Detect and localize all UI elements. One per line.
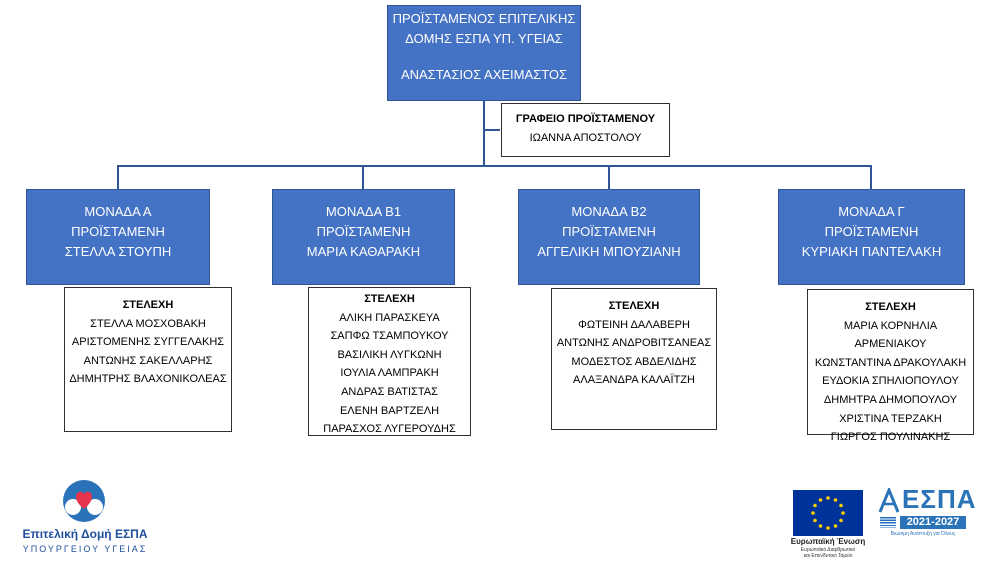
staff-member: ΣΤΕΛΛΑ ΜΟΣΧΟΒΑΚΗ — [90, 317, 206, 330]
espa-flag-icon — [880, 517, 896, 528]
espa-years-badge: 2021-2027 — [900, 516, 966, 529]
connector-unit-b2 — [608, 165, 610, 189]
unit-head-name: ΣΤΕΛΛΑ ΣΤΟΥΠΗ — [64, 244, 172, 259]
unit-title: ΜΟΝΑΔΑ Γ — [838, 204, 905, 219]
staff-member: ΔΗΜΗΤΡΑ ΔΗΜΟΠΟΥΛΟΥ — [823, 393, 958, 406]
staff-title: ΣΤΕΛΕΧΗ — [364, 293, 415, 305]
staff-member: ΑΡΙΣΤΟΜΕΝΗΣ ΣΥΓΓΕΛΑΚΗΣ — [71, 336, 225, 349]
staff-member: ΚΩΝΣΤΑΝΤΙΝΑ ΔΡΑΚΟΥΛΑΚΗ — [814, 356, 967, 369]
unit-role: ΠΡΟΪΣΤΑΜΕΝΗ — [824, 224, 919, 239]
unit-head-name: ΑΓΓΕΛΙΚΗ ΜΠΟΥΖΙΑΝΗ — [537, 244, 681, 259]
unit-g-staff-box: ΣΤΕΛΕΧΗ ΜΑΡΙΑ ΚΟΡΝΗΛΙΑ ΑΡΜΕΝΙΑΚΟΥ ΚΩΝΣΤΑ… — [807, 289, 974, 443]
staff-member: ΑΝΤΩΝΗΣ ΣΑΚΕΛΛΑΡΗΣ — [83, 354, 213, 367]
staff-title: ΣΤΕΛΕΧΗ — [122, 299, 174, 311]
unit-b2-staff-box: ΣΤΕΛΕΧΗ ΦΩΤΕΙΝΗ ΔΑΛΑΒΕΡΗ ΑΝΤΩΝΗΣ ΑΝΔΡΟΒΙ… — [551, 288, 717, 430]
staff-member: ΑΝΤΩΝΗΣ ΑΝΔΡΟΒΙΤΣΑΝΕΑΣ — [556, 337, 712, 350]
staff-member: ΓΙΩΡΓΟΣ ΠΟΥΛΙΝΑΚΗΣ — [830, 431, 951, 444]
espa-structure-logo: Επιτελική Δομή ΕΣΠΑ ΥΠΟΥΡΓΕΙΟΥ ΥΓΕΙΑΣ — [10, 478, 160, 558]
staff-member: ΕΥΔΟΚΙΑ ΣΠΗΛΙΟΠΟΥΛΟΥ — [822, 375, 959, 388]
unit-title: ΜΟΝΑΔΑ Β1 — [325, 204, 402, 219]
director-box: ΠΡΟΪΣΤΑΜΕΝΟΣ ΕΠΙΤΕΛΙΚΗΣ ΔΟΜΗΣ ΕΣΠΑ ΥΠ. Υ… — [387, 5, 581, 101]
unit-head-name: ΚΥΡΙΑΚΗ ΠΑΝΤΕΛΑΚΗ — [801, 244, 942, 259]
eu-sub2: και Επενδυτικό Ταμείο — [803, 553, 853, 559]
director-title-line1: ΠΡΟΪΣΤΑΜΕΝΟΣ ΕΠΙΤΕΛΙΚΗΣ — [392, 11, 576, 26]
staff-member: ΙΟΥΛΙΑ ΛΑΜΠΡΑΚΗ — [340, 367, 439, 380]
staff-member: ΠΑΡΑΣΧΟΣ ΛΥΓΕΡΟΥΔΗΣ — [323, 423, 456, 436]
unit-role: ΠΡΟΪΣΤΑΜΕΝΗ — [316, 224, 411, 239]
eu-logo: Ευρωπαϊκή Ένωση Ευρωπαϊκό Διαρθρωτικό κα… — [791, 490, 865, 570]
connector-unit-a — [117, 165, 119, 189]
espa-title: ΕΣΠΑ — [902, 484, 977, 514]
staff-member: ΦΩΤΕΙΝΗ ΔΑΛΑΒΕΡΗ — [578, 318, 690, 331]
unit-role: ΠΡΟΪΣΤΑΜΕΝΗ — [562, 224, 656, 239]
eu-sub1: Ευρωπαϊκό Διαρθρωτικό — [800, 547, 856, 553]
staff-member: ΜΑΡΙΑ ΚΟΡΝΗΛΙΑ ΑΡΜΕΝΙΑΚΟΥ — [843, 319, 938, 351]
staff-member: ΑΝΔΡΑΣ ΒΑΤΙΣΤΑΣ — [341, 385, 438, 398]
unit-b2-box: ΜΟΝΑΔΑ Β2 ΠΡΟΪΣΤΑΜΕΝΗ ΑΓΓΕΛΙΚΗ ΜΠΟΥΖΙΑΝΗ — [518, 189, 700, 285]
staff-member: ΣΑΠΦΩ ΤΣΑΜΠΟΥΚΟΥ — [330, 330, 449, 343]
unit-a-staff-box: ΣΤΕΛΕΧΗ ΣΤΕΛΛΑ ΜΟΣΧΟΒΑΚΗ ΑΡΙΣΤΟΜΕΝΗΣ ΣΥΓ… — [64, 287, 232, 432]
director-name: ΑΝΑΣΤΑΣΙΟΣ ΑΧΕΙΜΑΣΤΟΣ — [400, 67, 568, 82]
staff-title: ΣΤΕΛΕΧΗ — [865, 301, 916, 313]
unit-role: ΠΡΟΪΣΤΑΜΕΝΗ — [71, 224, 165, 239]
connector-office — [484, 129, 500, 131]
staff-member: ΒΑΣΙΛΙΚΗ ΛΥΓΚΩΝΗ — [337, 348, 442, 361]
eu-flag-icon — [793, 490, 863, 536]
espa-years: 2021-2027 — [906, 516, 960, 528]
logo-ministry: ΥΠΟΥΡΓΕΙΟΥ ΥΓΕΙΑΣ — [22, 544, 148, 554]
connector-unit-b1 — [362, 165, 364, 189]
connector-unit-g — [870, 165, 872, 189]
office-name: ΙΩΑΝΝΑ ΑΠΟΣΤΟΛΟΥ — [529, 132, 642, 144]
unit-b1-staff-box: ΣΤΕΛΕΧΗ ΑΛΙΚΗ ΠΑΡΑΣΚΕΥΑ ΣΑΠΦΩ ΤΣΑΜΠΟΥΚΟΥ… — [308, 287, 471, 436]
staff-member: ΧΡΙΣΤΙΝΑ ΤΕΡΖΑΚΗ — [839, 412, 942, 425]
eu-label: Ευρωπαϊκή Ένωση — [790, 537, 866, 546]
staff-title: ΣΤΕΛΕΧΗ — [608, 300, 660, 312]
staff-member: ΑΛΙΚΗ ΠΑΡΑΣΚΕΥΑ — [339, 311, 440, 324]
espa-slogan: Βιώσιμη Ανάπτυξη για Όλους — [890, 531, 956, 537]
staff-member: ΕΛΕΝΗ ΒΑΡΤΖΕΛΗ — [339, 404, 440, 417]
director-title-line2: ΔΟΜΗΣ ΕΣΠΑ ΥΠ. ΥΓΕΙΑΣ — [405, 31, 563, 46]
espa-logo: ΕΣΠΑ 2021-2027 Βιώσιμη Ανάπτυξη για Όλου… — [876, 484, 976, 540]
logo-name: Επιτελική Δομή ΕΣΠΑ — [22, 527, 148, 541]
unit-b1-box: ΜΟΝΑΔΑ Β1 ΠΡΟΪΣΤΑΜΕΝΗ ΜΑΡΙΑ ΚΑΘΑΡΑΚΗ — [272, 189, 455, 285]
unit-title: ΜΟΝΑΔΑ Α — [84, 204, 152, 219]
office-title: ΓΡΑΦΕΙΟ ΠΡΟΪΣΤΑΜΕΝΟΥ — [515, 113, 656, 125]
unit-a-box: ΜΟΝΑΔΑ Α ΠΡΟΪΣΤΑΜΕΝΗ ΣΤΕΛΛΑ ΣΤΟΥΠΗ — [26, 189, 210, 285]
heart-people-icon — [63, 480, 105, 522]
connector-main-vertical — [483, 100, 485, 166]
staff-member: ΔΗΜΗΤΡΗΣ ΒΛΑΧΟΝΙΚΟΛΕΑΣ — [69, 373, 227, 386]
office-box: ΓΡΑΦΕΙΟ ΠΡΟΪΣΤΑΜΕΝΟΥ ΙΩΑΝΝΑ ΑΠΟΣΤΟΛΟΥ — [501, 103, 670, 157]
staff-member: ΜΟΔΕΣΤΟΣ ΑΒΔΕΛΙΔΗΣ — [571, 355, 697, 368]
unit-g-box: ΜΟΝΑΔΑ Γ ΠΡΟΪΣΤΑΜΕΝΗ ΚΥΡΙΑΚΗ ΠΑΝΤΕΛΑΚΗ — [778, 189, 965, 285]
unit-title: ΜΟΝΑΔΑ Β2 — [571, 204, 647, 219]
connector-horizontal — [117, 165, 872, 167]
staff-member: ΑΛΑΞΑΝΔΡΑ ΚΑΛΑΪΤΖΗ — [573, 374, 695, 387]
espa-mark-icon — [878, 488, 900, 513]
unit-head-name: ΜΑΡΙΑ ΚΑΘΑΡΑΚΗ — [306, 244, 421, 259]
